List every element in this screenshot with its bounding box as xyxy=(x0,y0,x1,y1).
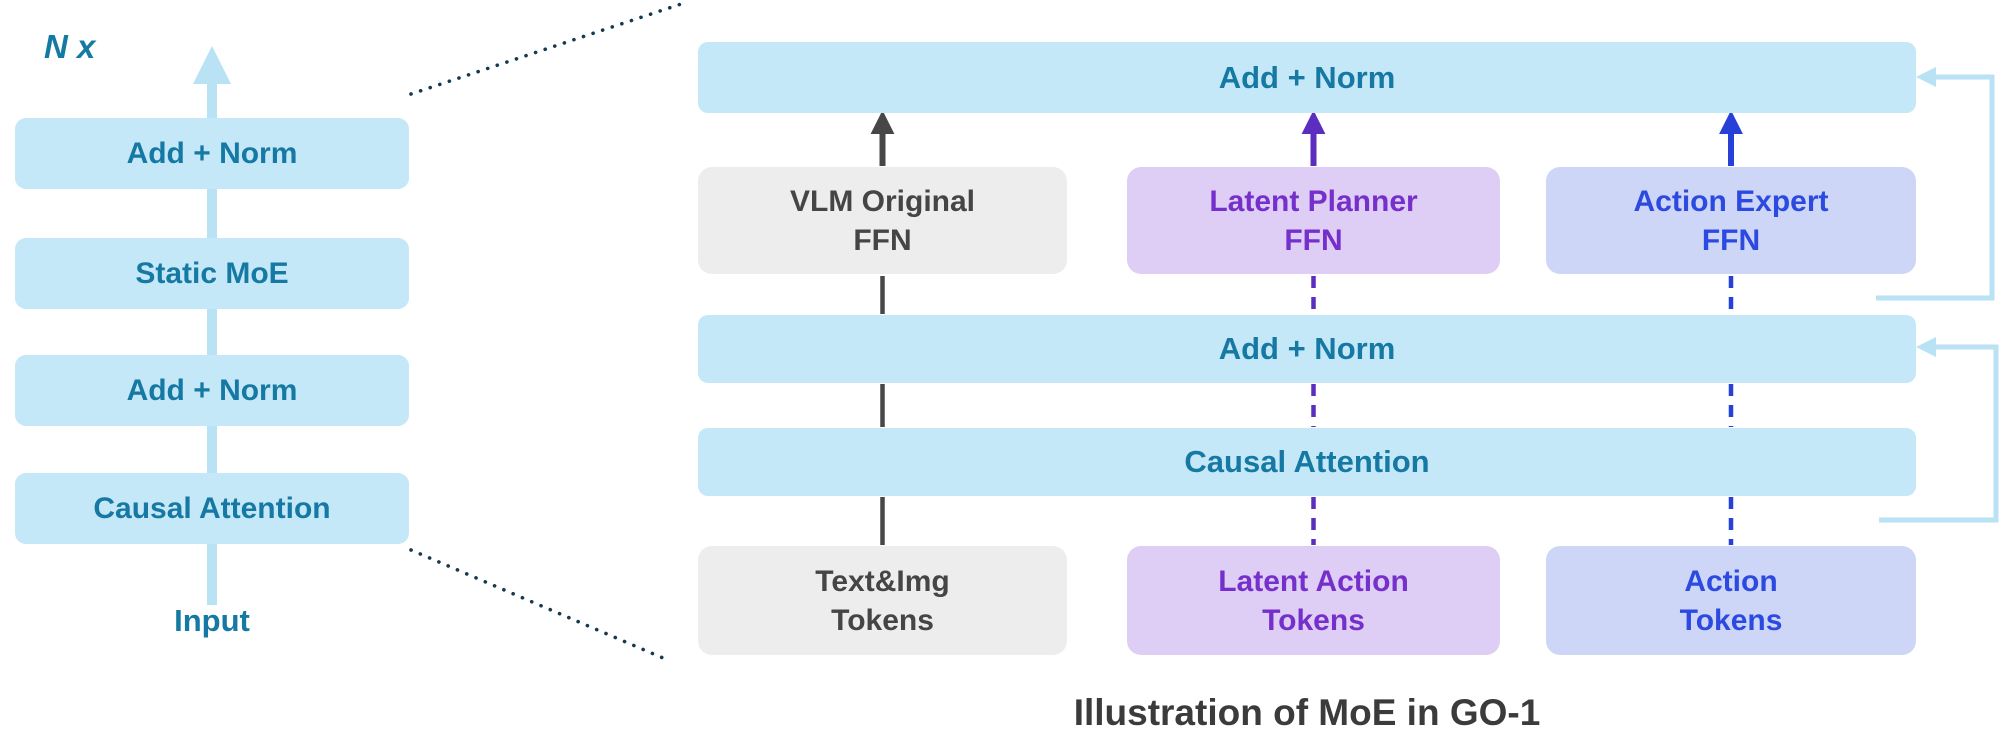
figure-caption: Illustration of MoE in GO-1 xyxy=(1073,692,1541,733)
vlm-ffn-box: VLM Original FFN xyxy=(698,167,1067,274)
latent-planner-ffn-box: Latent Planner FFN xyxy=(1127,167,1500,274)
overview-block-causal-attention: Causal Attention xyxy=(15,473,409,544)
textimg-tokens-box: Text&Img Tokens xyxy=(698,546,1067,655)
residual-connection-attention xyxy=(1879,337,1999,523)
repeat-count-label: N x xyxy=(44,28,96,65)
latent-action-tokens-box: Latent Action Tokens xyxy=(1127,546,1500,655)
overview-block-addnorm-1: Add + Norm xyxy=(15,118,409,189)
overview-block-addnorm-2: Add + Norm xyxy=(15,355,409,426)
addnorm-mid-bar: Add + Norm xyxy=(698,315,1916,383)
expand-dotted-line-bottom xyxy=(409,548,665,660)
causal-attention-bar: Causal Attention xyxy=(698,428,1916,496)
overview-block-static-moe: Static MoE xyxy=(15,238,409,309)
expand-dotted-line-top xyxy=(409,1,686,96)
action-expert-ffn-box: Action Expert FFN xyxy=(1546,167,1916,274)
addnorm-top-bar: Add + Norm xyxy=(698,42,1916,113)
residual-connection-ffn xyxy=(1876,67,1995,301)
left-stack-flow-arrowhead xyxy=(193,46,231,84)
action-tokens-box: Action Tokens xyxy=(1546,546,1916,655)
input-label: Input xyxy=(174,603,250,638)
